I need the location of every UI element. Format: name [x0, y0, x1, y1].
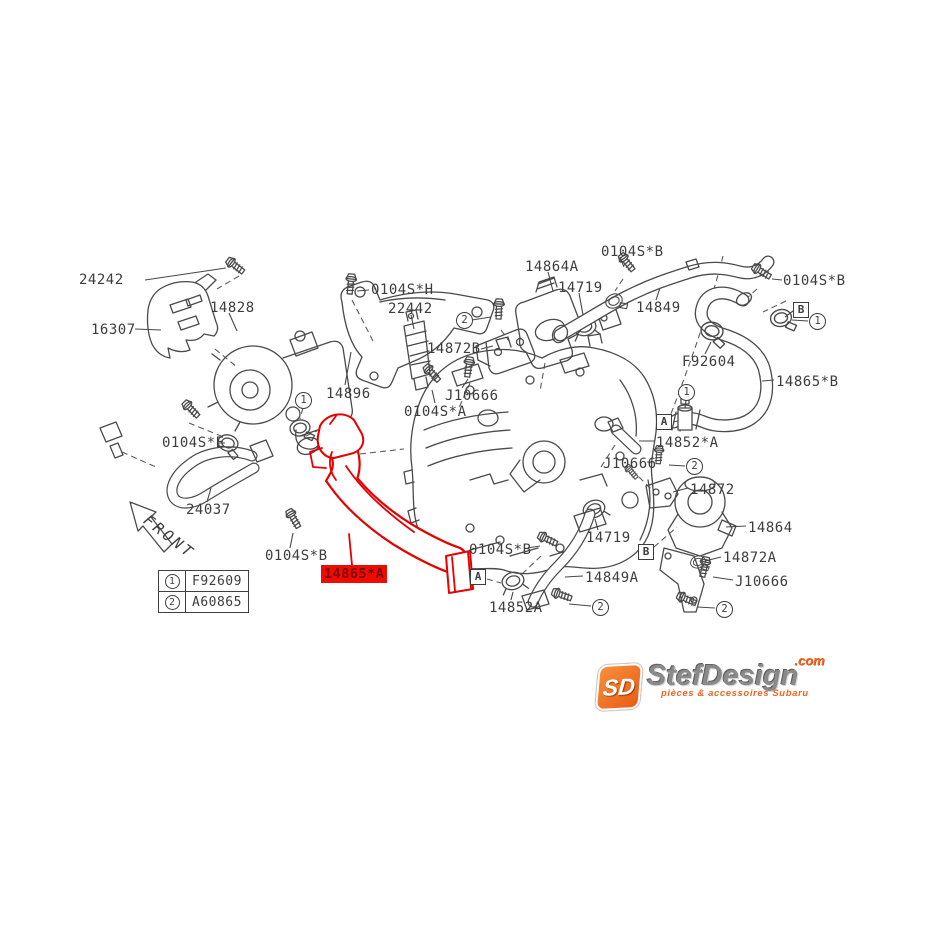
part-label-24242: 24242 [79, 272, 124, 288]
logo-monogram-badge: SD [594, 662, 644, 712]
legend-num-2: 2 [164, 594, 180, 610]
heat-shield-16307 [146, 273, 219, 359]
part-label-14865-b: 14865*B [776, 374, 839, 390]
part-label-0104s-h: 0104S*H [371, 282, 434, 298]
bracket-14872A-area [659, 547, 711, 613]
part-label-0104s-a: 0104S*A [404, 404, 467, 420]
part-label-14719-top: 14719 [558, 280, 603, 296]
logo-text: StefDesign .com pièces & accessoires Sub… [647, 653, 825, 699]
pipe-14849A [497, 495, 611, 611]
callout-box-b-bottom: B [638, 544, 654, 560]
legend-circle-1: 1 [159, 571, 186, 591]
part-label-14896: 14896 [326, 386, 371, 402]
callout-circle-2-bottomright: 2 [716, 601, 733, 618]
vendor-logo: SD StefDesign .com pièces & accessoires … [594, 653, 825, 722]
part-label-14828: 14828 [210, 300, 255, 316]
hose-24037 [99, 421, 274, 509]
callout-circle-1-mid: 1 [678, 384, 695, 401]
callout-circle-1-topright: 1 [809, 313, 826, 330]
part-label-14864: 14864 [748, 520, 793, 536]
part-label-24037: 24037 [186, 502, 231, 518]
logo-tagline: pièces & accessoires Subaru [661, 688, 809, 699]
logo-name: StefDesign [647, 660, 799, 692]
logo-tld: .com [794, 653, 825, 668]
part-label-f92604: F92604 [682, 354, 736, 370]
callout-circle-2-top: 2 [456, 312, 473, 329]
nipple-fitting [677, 397, 693, 431]
part-label-14865-a-highlighted: 14865*A [321, 565, 388, 583]
part-label-0104s-b-topright: 0104S*B [783, 273, 846, 289]
legend-table: 1 F92609 2 A60865 [158, 570, 249, 613]
part-label-j10666-right: J10666 [603, 456, 657, 472]
highlighted-duct-14865A [309, 413, 474, 594]
logo-monogram: SD [601, 672, 637, 701]
part-label-0104s-b-top: 0104S*B [601, 244, 664, 260]
part-label-14849a: 14849A [585, 570, 639, 586]
legend-code-2: A60865 [192, 594, 242, 610]
callout-circle-2-bottomcenter: 2 [592, 599, 609, 616]
part-label-14852-a-mid: 14852*A [656, 435, 719, 451]
part-label-0104s-b-bottomleft: 0104S*B [265, 548, 328, 564]
front-arrow [129, 501, 173, 553]
part-label-0104s-e: 0104S*E [162, 435, 225, 451]
part-label-14849: 14849 [636, 300, 681, 316]
legend-row: 2 A60865 [159, 591, 248, 612]
callout-box-b-topright: B [793, 302, 809, 318]
part-label-j10666-mid: J10666 [445, 388, 499, 404]
callout-box-a-mid: A [656, 414, 672, 430]
part-label-0104s-b-center: 0104S*B [469, 542, 532, 558]
callout-circle-2-right: 2 [686, 458, 703, 475]
part-label-14852a-bottom: 14852A [489, 600, 543, 616]
hose-14849 [551, 255, 775, 344]
part-label-16307: 16307 [91, 322, 136, 338]
part-label-22442: 22442 [388, 301, 433, 317]
legend-row: 1 F92609 [159, 571, 248, 591]
callout-box-a-bottom: A [470, 569, 486, 585]
part-label-14719-bottom: 14719 [586, 530, 631, 546]
sensor-14852A-mid [607, 417, 642, 455]
part-label-14872: 14872 [690, 482, 735, 498]
bracket-14896 [340, 280, 495, 389]
part-label-j10666-bottomright: J10666 [735, 574, 789, 590]
callout-circle-1-left: 1 [295, 392, 312, 409]
bracket-14872 [645, 477, 679, 509]
leader-lines [134, 256, 809, 609]
legend-code-1: F92609 [192, 573, 242, 589]
legend-num-1: 1 [164, 573, 180, 589]
legend-circle-2: 2 [159, 592, 186, 612]
part-label-14864a: 14864A [525, 259, 579, 275]
part-label-14872b: 14872B [427, 341, 481, 357]
dashed-guide-lines [121, 255, 787, 584]
part-label-14872a: 14872A [723, 550, 777, 566]
